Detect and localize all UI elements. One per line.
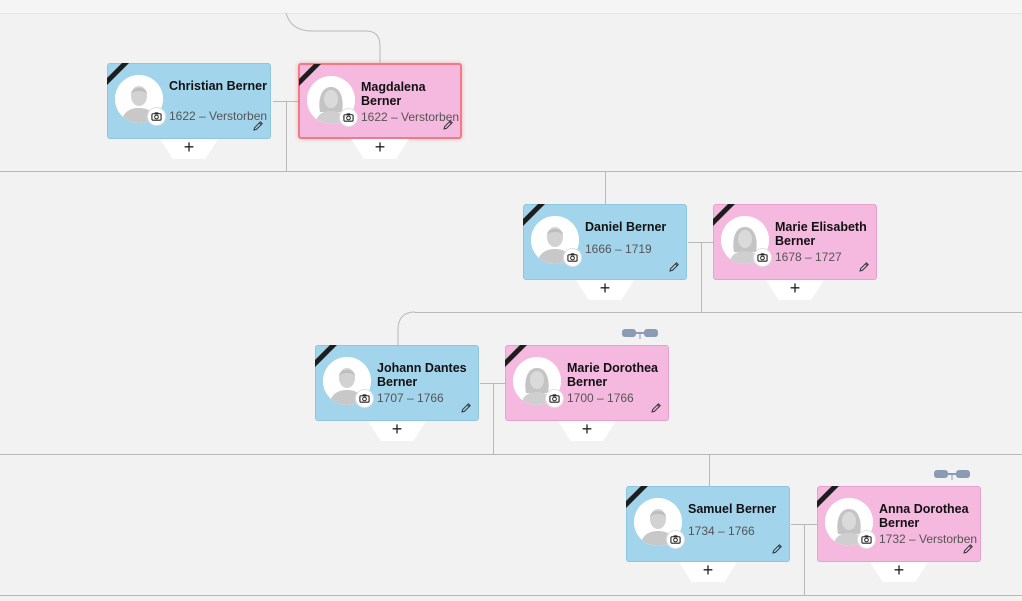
edit-pencil-icon[interactable]: [650, 402, 662, 414]
edit-pencil-icon[interactable]: [460, 402, 472, 414]
edit-pencil-icon[interactable]: [442, 119, 454, 131]
add-relative-button[interactable]: +: [576, 280, 634, 300]
camera-icon[interactable]: [340, 109, 357, 126]
glasses-icon[interactable]: [621, 327, 659, 339]
camera-icon[interactable]: [754, 249, 771, 266]
generation-line: [0, 595, 1022, 596]
person-card-marie-elisabeth[interactable]: Marie Elisabeth Berner 1678 – 1727: [713, 204, 877, 280]
couple-line: [688, 242, 713, 243]
add-relative-button[interactable]: +: [679, 562, 737, 582]
person-dates: 1666 – 1719: [585, 242, 652, 256]
child-link: [709, 454, 710, 486]
person-card-anna-dorothea[interactable]: Anna Dorothea Berner 1732 – Verstorben: [817, 486, 981, 562]
person-dates: 1678 – 1727: [775, 250, 842, 264]
person-card-magdalena[interactable]: Magdalena Berner 1622 – Verstorben: [298, 63, 462, 139]
add-relative-button[interactable]: +: [870, 562, 928, 582]
person-name: Marie Elisabeth Berner: [775, 220, 867, 248]
edit-pencil-icon[interactable]: [668, 261, 680, 273]
person-name: Christian Berner: [169, 79, 267, 93]
couple-drop: [701, 242, 702, 312]
edit-pencil-icon[interactable]: [962, 543, 974, 555]
person-dates: 1622 – Verstorben: [361, 110, 460, 124]
person-card-daniel[interactable]: Daniel Berner 1666 – 1719: [523, 204, 687, 280]
generation-line: [415, 312, 1022, 313]
glasses-icon[interactable]: [933, 468, 971, 480]
add-relative-button[interactable]: +: [160, 139, 218, 159]
couple-drop: [493, 383, 494, 454]
person-name: Marie Dorothea Berner: [567, 361, 658, 389]
camera-icon[interactable]: [356, 390, 373, 407]
person-dates: 1622 – Verstorben: [169, 109, 268, 123]
add-relative-button[interactable]: +: [351, 139, 409, 159]
person-card-christian[interactable]: Christian Berner 1622 – Verstorben: [107, 63, 271, 139]
generation-line: [0, 171, 1022, 172]
person-dates: 1700 – 1766: [567, 391, 634, 405]
person-card-johann[interactable]: Johann Dantes Berner 1707 – 1766: [315, 345, 479, 421]
person-name: Samuel Berner: [688, 502, 777, 516]
couple-drop: [804, 524, 805, 595]
edit-pencil-icon[interactable]: [771, 543, 783, 555]
avatar[interactable]: [307, 76, 355, 124]
person-dates: 1707 – 1766: [377, 391, 444, 405]
child-link: [605, 171, 606, 204]
camera-icon[interactable]: [546, 390, 563, 407]
person-dates: 1734 – 1766: [688, 524, 755, 538]
couple-drop: [286, 101, 287, 171]
couple-line: [273, 101, 298, 102]
top-toolbar: [0, 0, 1022, 14]
add-relative-button[interactable]: +: [766, 280, 824, 300]
person-dates: 1732 – Verstorben: [879, 532, 978, 546]
person-name: Daniel Berner: [585, 220, 667, 234]
person-name: Magdalena Berner: [361, 80, 426, 108]
add-relative-button[interactable]: +: [368, 421, 426, 441]
camera-icon[interactable]: [667, 531, 684, 548]
camera-icon[interactable]: [858, 531, 875, 548]
person-card-samuel[interactable]: Samuel Berner 1734 – 1766: [626, 486, 790, 562]
add-relative-button[interactable]: +: [558, 421, 616, 441]
camera-icon[interactable]: [564, 249, 581, 266]
edit-pencil-icon[interactable]: [858, 261, 870, 273]
edit-pencil-icon[interactable]: [252, 120, 264, 132]
person-name: Johann Dantes Berner: [377, 361, 467, 389]
person-card-marie-dorothea[interactable]: Marie Dorothea Berner 1700 – 1766: [505, 345, 669, 421]
person-name: Anna Dorothea Berner: [879, 502, 969, 530]
generation-line: [0, 454, 1022, 455]
camera-icon[interactable]: [148, 108, 165, 125]
